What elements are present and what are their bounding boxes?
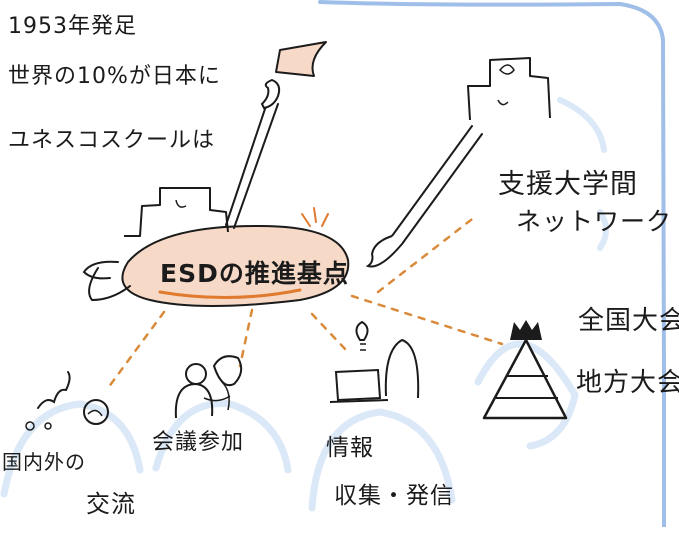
center-underline: [158, 288, 302, 299]
conference-head-1: [185, 363, 207, 385]
crown-icon: [510, 320, 542, 340]
podium-center: [124, 187, 229, 237]
conference-speech: [212, 355, 243, 387]
note-unesco-schools: ユネスコスクールは: [8, 128, 216, 153]
island-dot-1: [25, 421, 35, 431]
flag-arm: [225, 99, 279, 229]
connectors: [106, 214, 504, 390]
island-dot-2: [44, 422, 52, 430]
japan-islands: [37, 371, 71, 409]
label-university-network-1: 支援大学間: [498, 169, 638, 200]
podium-univ-face: [497, 99, 509, 106]
conference-arms: [203, 381, 231, 411]
laptop-icon: [334, 368, 382, 402]
flag-icon: [275, 41, 327, 77]
connector-pyramid: [350, 294, 504, 346]
label-local-meet: 地方大会: [576, 368, 679, 398]
label-university-network-2: ネットワーク: [516, 207, 673, 236]
label-info-1: 情報: [326, 435, 374, 461]
halo-info: [308, 408, 456, 512]
connector-info: [310, 312, 348, 352]
connector-intl: [106, 310, 166, 390]
note-world-share: 世界の10%が日本に: [8, 64, 221, 89]
lightbulb-icon: [355, 320, 369, 341]
flag-hand: [260, 78, 281, 110]
hand-arrow-hand: [365, 235, 403, 268]
label-national-meet: 全国大会: [578, 306, 679, 336]
label-intl-exchange-1: 国内外の: [2, 450, 86, 474]
label-info-2: 収集・発信: [334, 483, 454, 509]
label-conference: 会議参加: [152, 430, 245, 455]
frame-outline: [318, 0, 667, 522]
lightbulb-base: [360, 343, 366, 351]
center-label: ESDの推進基点: [160, 259, 349, 288]
pyramid-layers: [496, 375, 558, 399]
center-blob: [121, 224, 350, 307]
podium-face: [175, 199, 187, 208]
laptop-base: [329, 399, 389, 403]
globe-face: [87, 409, 103, 417]
connector-network: [376, 214, 478, 294]
connector-conference: [238, 308, 254, 368]
halo-intl: [0, 400, 144, 498]
sparkle-icon: [301, 207, 329, 227]
person-icon: [498, 64, 515, 75]
swoosh-icon: [82, 260, 131, 302]
halo-pyramid: [474, 340, 579, 450]
podium-university: [467, 57, 551, 121]
label-intl-exchange-2: 交流: [86, 490, 136, 518]
halo-network: [597, 209, 609, 251]
halo-university: [557, 97, 607, 153]
globe-icon: [83, 399, 109, 425]
halo-conference: [152, 400, 292, 474]
info-person: [384, 338, 420, 399]
hand-arrow-icon: [391, 125, 483, 245]
note-established: 1953年発足: [8, 14, 137, 39]
